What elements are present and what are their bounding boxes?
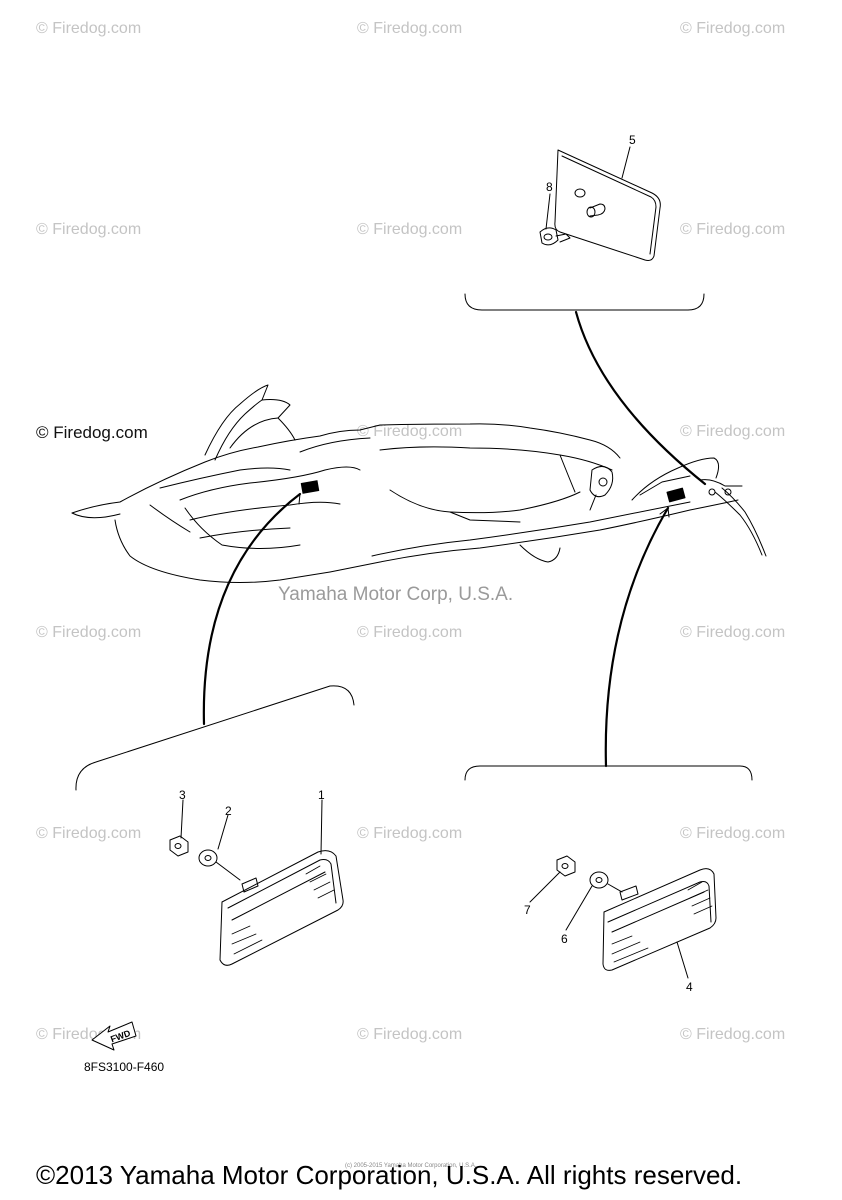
watermark: © Firedog.com <box>357 624 463 641</box>
part-code: 8FS3100-F460 <box>84 1060 165 1074</box>
copyright-notice: ©2013 Yamaha Motor Corporation, U.S.A. A… <box>36 1160 743 1190</box>
callout-7: 7 <box>524 903 531 917</box>
watermark: © Firedog.com <box>357 825 463 842</box>
watermark: © Firedog.com <box>36 624 142 641</box>
callout-1: 1 <box>318 788 325 802</box>
watermark: © Firedog.com <box>680 1026 786 1043</box>
watermark: © Firedog.com <box>36 825 142 842</box>
callout-8: 8 <box>546 180 553 194</box>
watermark-emphasized: © Firedog.com <box>36 423 148 442</box>
callout-5: 5 <box>629 133 636 147</box>
watermark: © Firedog.com <box>680 20 786 37</box>
rear-reflector-marker <box>666 487 686 503</box>
watermark: © Firedog.com <box>680 825 786 842</box>
callout-3: 3 <box>179 788 186 802</box>
corp-watermark: Yamaha Motor Corp, U.S.A. <box>278 584 514 605</box>
watermark: © Firedog.com <box>680 423 786 440</box>
callout-6: 6 <box>561 932 568 946</box>
watermark: © Firedog.com <box>357 20 463 37</box>
watermark: © Firedog.com <box>357 221 463 238</box>
watermark: © Firedog.com <box>36 221 142 238</box>
reflector-4 <box>602 868 717 971</box>
front-reflector-marker <box>300 480 320 494</box>
washer-2 <box>198 849 218 867</box>
nut-8 <box>539 227 571 246</box>
tiny-credit: (c) 2005-2015 Yamaha Motor Corporation, … <box>345 1163 477 1169</box>
watermark: © Firedog.com <box>357 1026 463 1043</box>
snowmobile-body <box>71 384 767 583</box>
callout-4: 4 <box>686 980 693 994</box>
watermark: © Firedog.com <box>357 423 463 440</box>
reflector-plate-rear <box>554 149 661 261</box>
fwd-arrow-icon <box>91 1021 137 1051</box>
watermark: © Firedog.com <box>680 624 786 641</box>
washer-6 <box>589 871 609 889</box>
callout-2: 2 <box>225 804 232 818</box>
nut-3 <box>169 835 189 857</box>
watermark: © Firedog.com <box>680 221 786 238</box>
nut-7 <box>556 855 576 877</box>
reflector-1 <box>219 850 344 966</box>
watermark: © Firedog.com <box>36 20 142 37</box>
